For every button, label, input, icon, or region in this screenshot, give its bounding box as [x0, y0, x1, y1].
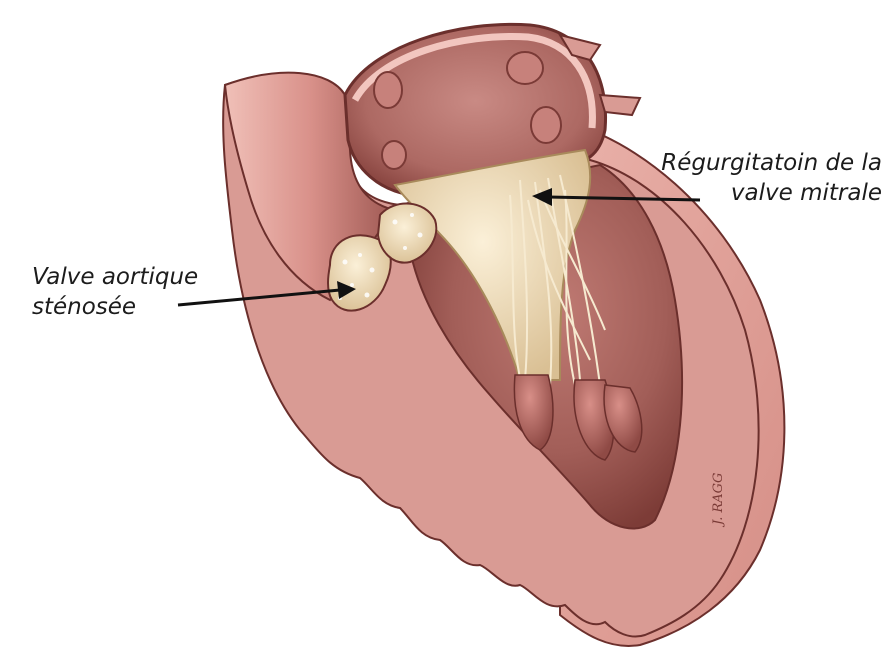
mitral-regurgitation-label: Régurgitatoin de la valve mitrale [661, 148, 882, 208]
aortic-arrowhead [337, 281, 356, 299]
pulmonary-vein-opening-2 [373, 71, 403, 109]
mitral-label-line-1: Régurgitatoin de la [661, 150, 882, 176]
mitral-valve-leaflet [393, 148, 592, 381]
aortic-stenosis-label: Valve aortique sténosée [32, 262, 198, 322]
mitral-pointer-line [547, 195, 701, 202]
aortic-label-line-1: Valve aortique [32, 264, 199, 290]
pointer-arrows [177, 188, 701, 307]
aortic-pointer-line [177, 288, 341, 307]
pulmonary-vein-opening-3 [530, 106, 562, 144]
atrium-rim [351, 33, 596, 129]
papillary-muscle-3 [603, 384, 643, 453]
aortic-label-line-2: sténosée [32, 294, 137, 320]
papillary-muscle-1 [513, 374, 554, 451]
mitral-label-line-2: valve mitrale [730, 180, 882, 206]
pulmonary-vein-opening-1 [506, 51, 544, 85]
mitral-arrowhead [532, 188, 552, 206]
chordae-tendineae [509, 174, 606, 386]
vessel-stub-2 [598, 93, 642, 117]
artist-signature: J. RAGG [711, 473, 726, 528]
vessel-stub-1 [557, 33, 602, 62]
pulmonary-vein-opening-4 [381, 140, 407, 170]
